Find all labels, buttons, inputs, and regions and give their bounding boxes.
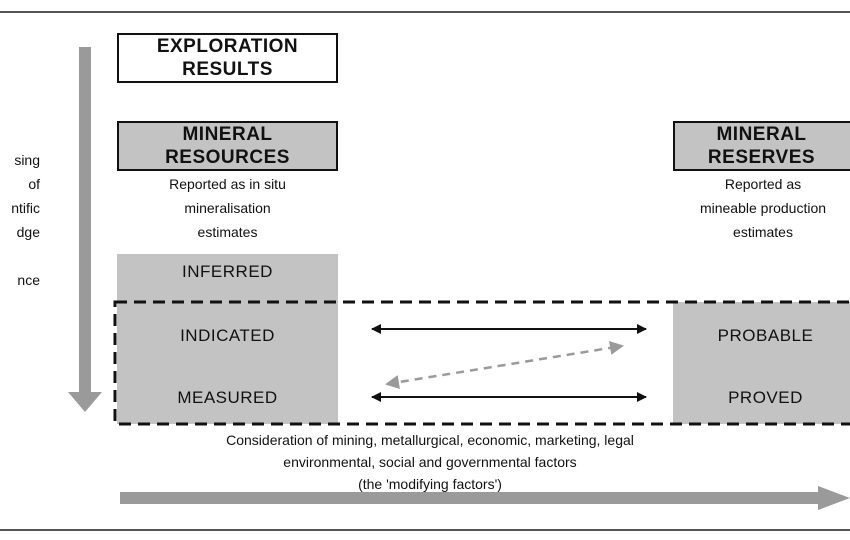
modifying-line: environmental, social and governmental f… — [283, 454, 577, 470]
vertical-arrow-shaft — [79, 47, 91, 395]
bottom-border — [0, 529, 850, 531]
side-text-line: ntific — [11, 200, 40, 216]
modifying-line: Consideration of mining, metallurgical, … — [226, 432, 634, 448]
probable-label: PROBABLE — [717, 326, 814, 345]
mineral-resources-box: MINERAL RESOURCES — [117, 121, 338, 171]
vertical-arrow-head — [68, 392, 102, 412]
reserves-note: Reported as mineable production estimate… — [673, 172, 850, 244]
side-text-line: sing — [14, 152, 40, 168]
exploration-line2: RESULTS — [182, 59, 273, 80]
resources-note-line: mineralisation — [184, 200, 271, 216]
modifying-factors-dashed-box — [113, 300, 850, 426]
modifying-factors-text: Consideration of mining, metallurgical, … — [140, 429, 720, 495]
reserves-line2: RESERVES — [707, 147, 816, 168]
side-text-line: dge — [16, 224, 40, 240]
exploration-results-box: EXPLORATION RESULTS — [117, 33, 338, 83]
mineral-reserves-box: MINERAL RESERVES — [673, 121, 850, 171]
measured-probable-dashed-arrow — [385, 341, 624, 389]
reserves-line1: MINERAL — [716, 124, 807, 145]
side-text-line: of — [28, 176, 40, 192]
horizontal-arrow-head — [818, 486, 850, 510]
resources-categories-fill — [117, 254, 338, 424]
indicated-label: INDICATED — [180, 326, 275, 345]
side-text: sing of ntific dge nce — [0, 148, 40, 292]
reserves-note-line: mineable production — [699, 200, 827, 216]
resources-line2: RESOURCES — [165, 147, 290, 168]
resources-note-line: estimates — [197, 224, 258, 240]
resources-note: Reported as in situ mineralisation estim… — [117, 172, 338, 244]
exploration-line1: EXPLORATION — [156, 36, 299, 57]
reserves-categories-fill — [673, 302, 850, 424]
side-text-line: nce — [17, 272, 40, 288]
resources-line1: MINERAL — [182, 124, 273, 145]
resources-note-line: Reported as in situ — [169, 176, 286, 192]
reserves-note-line: estimates — [733, 224, 793, 240]
inferred-label: INFERRED — [182, 262, 273, 281]
proved-label: PROVED — [728, 388, 803, 407]
top-border — [0, 11, 850, 13]
measured-label: MEASURED — [177, 388, 278, 407]
reserves-note-line: Reported as — [724, 176, 802, 192]
modifying-line: (the 'modifying factors') — [358, 476, 502, 492]
horizontal-arrow-shaft — [120, 492, 820, 504]
